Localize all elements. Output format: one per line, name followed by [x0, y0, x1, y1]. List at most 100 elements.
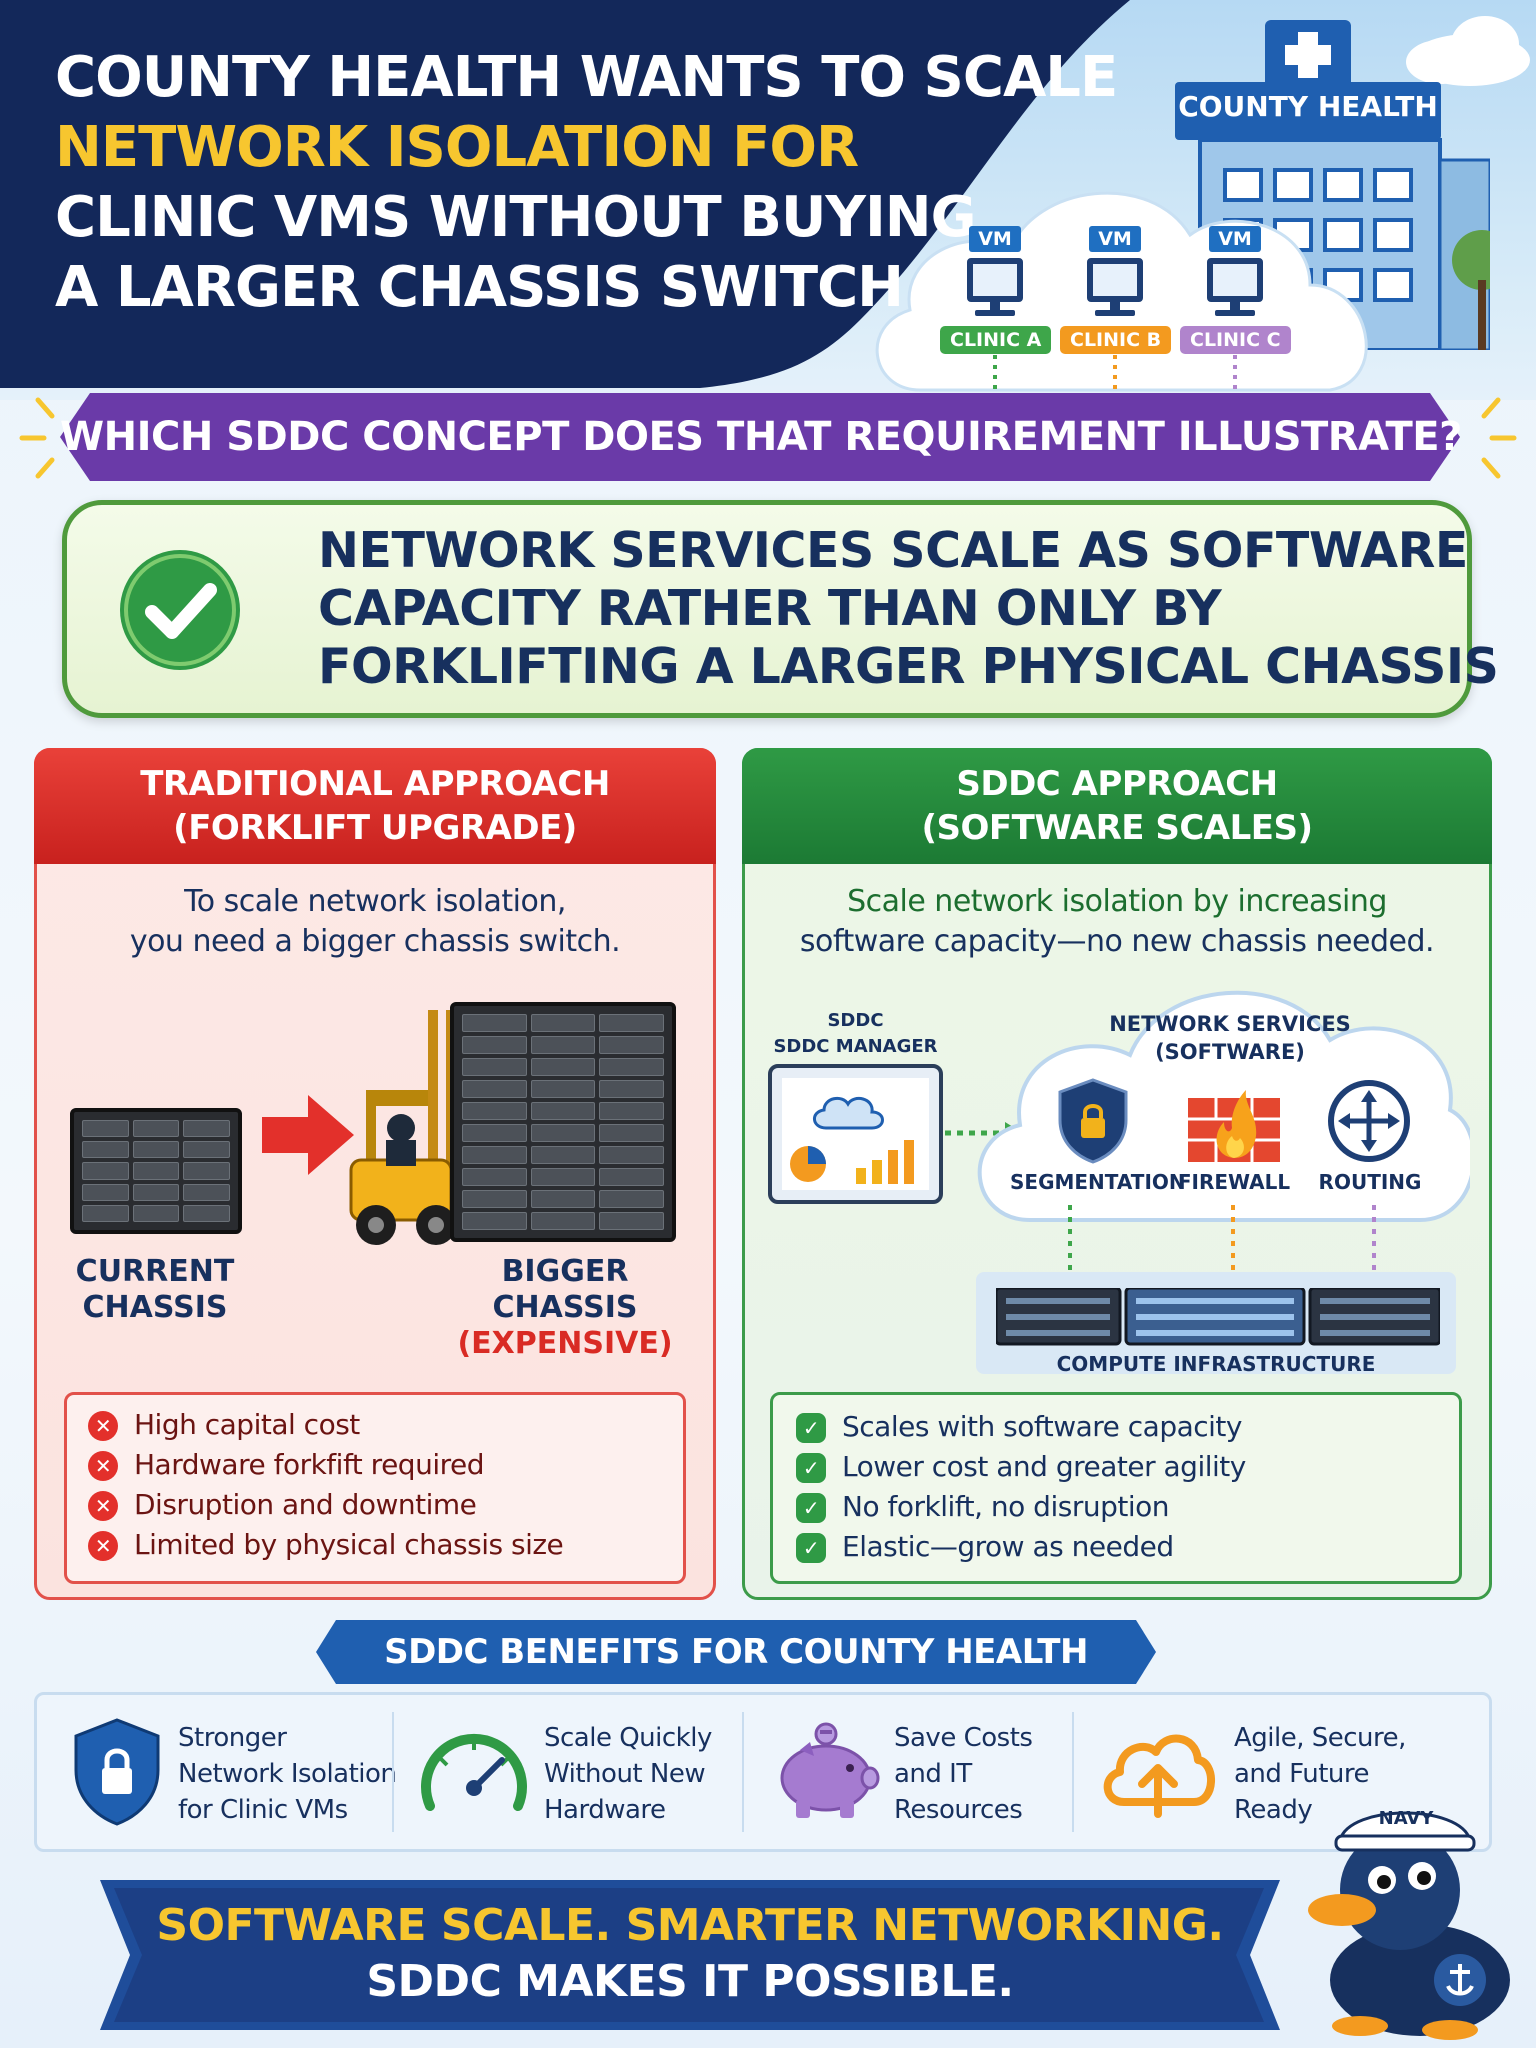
benefit-2-line-1: Scale Quickly	[544, 1723, 712, 1753]
service-connector-lines	[1068, 1205, 1376, 1285]
vm-tag: VM	[1209, 226, 1261, 252]
vm-clinic-a: VM CLINIC A	[940, 226, 1052, 354]
clinic-tag-c: CLINIC C	[1180, 326, 1291, 354]
clinic-tag-a: CLINIC A	[940, 326, 1052, 354]
sddc-title-2: (SOFTWARE SCALES)	[921, 808, 1313, 848]
answer-line-2: CAPACITY RATHER THAN ONLY BY	[318, 580, 1222, 637]
x-icon: ✕	[88, 1411, 118, 1441]
check-icon: ✓	[796, 1413, 826, 1443]
segmentation-shield-icon	[1058, 1078, 1128, 1164]
list-item: ✕Hardware forkfift required	[88, 1448, 485, 1481]
benefit-2-line-3: Hardware	[544, 1795, 666, 1825]
footer-banner	[100, 1880, 1280, 2030]
list-item: ✓Lower cost and greater agility	[796, 1450, 1246, 1483]
vm-clinic-c: VM CLINIC C	[1180, 226, 1291, 354]
benefit-3-line-2: and IT	[894, 1759, 972, 1789]
drawbacks-list	[64, 1392, 686, 1584]
routing-label: ROUTING	[1318, 1170, 1422, 1194]
firewall-label: FIREWALL	[1177, 1170, 1291, 1194]
benefit-divider	[392, 1712, 394, 1832]
benefit-divider	[1072, 1712, 1074, 1832]
benefit-2-line-2: Without New	[544, 1759, 706, 1789]
monitor-icon	[1087, 258, 1143, 310]
x-icon: ✕	[88, 1451, 118, 1481]
list-item: ✕High capital cost	[88, 1408, 360, 1441]
list-item: ✓Scales with software capacity	[796, 1410, 1242, 1443]
mascot-cap-text: NAVY	[1378, 1808, 1434, 1829]
hospital-sign: COUNTY HEALTH	[1178, 90, 1438, 123]
question-banner-sparks	[19, 397, 1517, 479]
list-item: ✓Elastic—grow as needed	[796, 1530, 1174, 1563]
benefits-banner	[316, 1620, 1156, 1684]
navy-header-band	[0, 0, 1130, 388]
benefits-box	[34, 1692, 1492, 1852]
vm-tag: VM	[969, 226, 1021, 252]
sky-cloud-icon	[1406, 16, 1530, 86]
benefit-divider	[742, 1712, 744, 1832]
footer-line-1: SOFTWARE SCALE. SMARTER NETWORKING.	[156, 1900, 1224, 1951]
answer-line-1: NETWORK SERVICES SCALE AS SOFTWARE	[318, 522, 1468, 579]
x-icon: ✕	[88, 1491, 118, 1521]
shield-lock-icon	[74, 1718, 160, 1826]
sddc-manager-label-1: SDDC	[827, 1010, 884, 1031]
footer-line-2: SDDC MAKES IT POSSIBLE.	[366, 1956, 1014, 2007]
network-services-title-2: (SOFTWARE)	[1155, 1040, 1305, 1064]
question-text: WHICH SDDC CONCEPT DOES THAT REQUIREMENT…	[60, 414, 1462, 460]
traditional-subtitle-1: To scale network isolation,	[184, 884, 566, 919]
headline-line-2: NETWORK ISOLATION FOR	[55, 115, 859, 180]
headline-line-1: COUNTY HEALTH WANTS TO SCALE	[55, 45, 1118, 110]
sddc-benefits-list	[770, 1392, 1462, 1584]
bigger-chassis-label-2: CHASSIS	[492, 1290, 638, 1325]
benefits-title: SDDC BENEFITS FOR COUNTY HEALTH	[384, 1632, 1088, 1672]
sddc-title-1: SDDC APPROACH	[956, 764, 1278, 804]
vm-tag: VM	[1089, 226, 1141, 252]
vm-clinic-b: VM CLINIC B	[1060, 226, 1172, 354]
check-icon: ✓	[796, 1533, 826, 1563]
segmentation-label: SEGMENTATION	[1010, 1170, 1186, 1194]
benefit-4-line-3: Ready	[1234, 1795, 1313, 1825]
routing-icon	[1328, 1080, 1410, 1162]
compute-infrastructure-label: COMPUTE INFRASTRUCTURE	[1056, 1352, 1376, 1376]
sddc-panel-header	[742, 748, 1492, 864]
bigger-chassis-icon	[450, 1002, 676, 1242]
upgrade-arrow-icon	[262, 1095, 354, 1175]
monitor-icon	[1207, 258, 1263, 310]
network-services-title-1: NETWORK SERVICES	[1109, 1012, 1351, 1036]
list-item: ✓No forklift, no disruption	[796, 1490, 1169, 1523]
speedometer-icon	[421, 1733, 527, 1811]
benefit-1-line-2: Network Isolation	[178, 1759, 397, 1789]
server-rack-icon	[996, 1288, 1440, 1346]
traditional-panel-header	[34, 748, 716, 864]
check-circle-icon	[120, 550, 240, 670]
navy-duck-mascot-icon	[1308, 1811, 1510, 2040]
answer-box	[62, 500, 1472, 718]
bigger-chassis-label-1: BIGGER	[501, 1254, 629, 1289]
cloud-upload-icon	[1103, 1734, 1215, 1818]
benefit-3-line-1: Save Costs	[894, 1723, 1033, 1753]
current-chassis-label-1: CURRENT	[75, 1254, 235, 1289]
question-banner	[60, 393, 1460, 481]
benefit-4-line-1: Agile, Secure,	[1234, 1723, 1406, 1753]
benefit-4-line-2: and Future	[1234, 1759, 1369, 1789]
check-icon: ✓	[796, 1493, 826, 1523]
headline-line-4: A LARGER CHASSIS SWITCH.	[55, 255, 924, 320]
clinic-connector-lines	[993, 355, 1237, 395]
clinic-tag-b: CLINIC B	[1060, 326, 1172, 354]
x-icon: ✕	[88, 1531, 118, 1561]
monitor-icon	[967, 258, 1023, 310]
piggy-bank-icon	[780, 1722, 880, 1818]
list-item: ✕Limited by physical chassis size	[88, 1528, 564, 1561]
answer-line-3: FORKLIFTING A LARGER PHYSICAL CHASSIS	[318, 638, 1499, 695]
benefit-3-line-3: Resources	[894, 1795, 1023, 1825]
check-icon: ✓	[796, 1453, 826, 1483]
sddc-subtitle-1: Scale network isolation by increasing	[847, 884, 1387, 919]
drawbacks-items: ✕High capital cost ✕Hardware forkfift re…	[88, 1408, 688, 1578]
sddc-subtitle-2: software capacity—no new chassis needed.	[799, 924, 1435, 959]
traditional-subtitle-2: you need a bigger chassis switch.	[129, 924, 621, 959]
sddc-benefits-items: ✓Scales with software capacity ✓Lower co…	[796, 1410, 1456, 1580]
expensive-label: (EXPENSIVE)	[457, 1326, 673, 1361]
traditional-title-2: (FORKLIFT UPGRADE)	[173, 808, 577, 848]
traditional-title-1: TRADITIONAL APPROACH	[140, 764, 610, 804]
current-chassis-label-2: CHASSIS	[82, 1290, 228, 1325]
list-item: ✕Disruption and downtime	[88, 1488, 477, 1521]
